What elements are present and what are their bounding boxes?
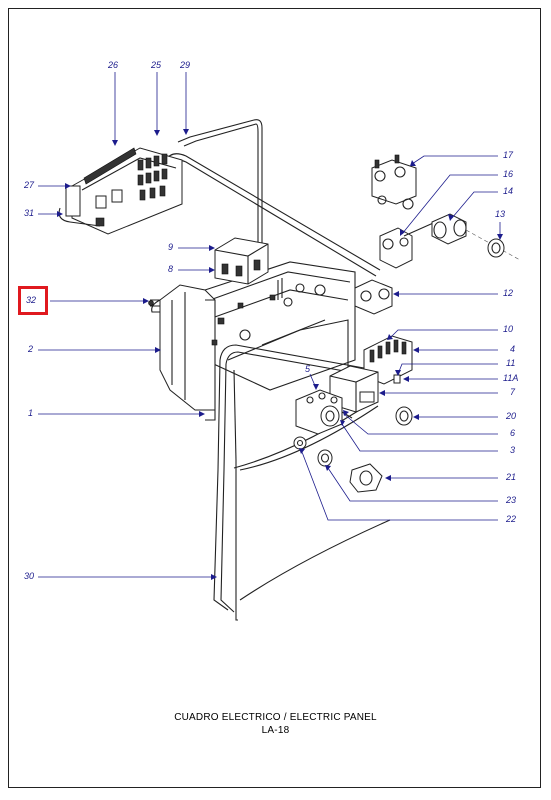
- callout-20: 20: [506, 411, 517, 421]
- callout-32: 32: [26, 295, 37, 305]
- callout-14: 14: [503, 186, 514, 196]
- callout-21: 21: [506, 472, 517, 482]
- drawing-caption-model: LA-18: [261, 725, 290, 736]
- highlight-box-part-32: [18, 286, 48, 315]
- callout-31: 31: [24, 208, 35, 218]
- callout-9: 9: [168, 242, 174, 252]
- callout-1: 1: [28, 408, 34, 418]
- callout-2: 2: [28, 344, 34, 354]
- tee-connector: [431, 213, 521, 261]
- part-12: [354, 279, 393, 315]
- callout-13: 13: [495, 209, 506, 219]
- callout-6: 6: [510, 428, 516, 438]
- callout-4: 4: [510, 344, 516, 354]
- callout-26: 26: [108, 60, 119, 70]
- callout-8: 8: [168, 264, 174, 274]
- connector-16: [379, 219, 441, 269]
- valve-assembly: [371, 154, 417, 210]
- selector-switch: [295, 389, 353, 435]
- main-frame-assembly: [148, 119, 391, 621]
- callout-25: 25: [151, 60, 162, 70]
- callout-22: 22: [506, 514, 517, 524]
- display-module: [214, 237, 269, 285]
- callout-11a: 11A: [503, 373, 519, 383]
- callout-3: 3: [510, 445, 516, 455]
- callout-7: 7: [510, 387, 516, 397]
- callout-10: 10: [503, 324, 514, 334]
- callout-29: 29: [180, 60, 191, 70]
- callout-17: 17: [503, 150, 514, 160]
- callout-5: 5: [305, 364, 311, 374]
- callout-12: 12: [503, 288, 514, 298]
- callout-27: 27: [24, 180, 35, 190]
- pcb-boards: [58, 147, 183, 235]
- drawing-caption-title: CUADRO ELECTRICO / ELECTRIC PANEL: [174, 712, 377, 723]
- callout-11: 11: [506, 358, 516, 368]
- drawing-border: [8, 8, 541, 788]
- callout-leaders: [38, 72, 503, 580]
- callout-30: 30: [24, 571, 35, 581]
- fittings: [293, 406, 413, 493]
- callout-16: 16: [503, 169, 514, 179]
- callout-23: 23: [506, 495, 517, 505]
- nut-13: [487, 238, 505, 258]
